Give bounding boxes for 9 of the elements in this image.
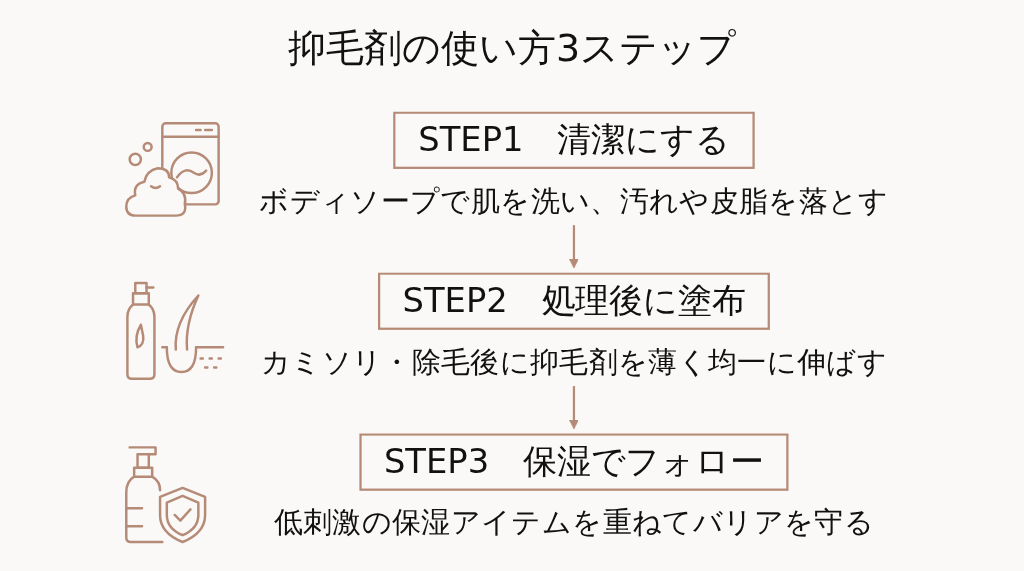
node-label: ボディソープで肌を洗い、汚れや皮脂を落とす (259, 183, 889, 217)
node-box: STEP3 保湿でフォロー (359, 433, 789, 491)
node-box: STEP1 清潔にする (393, 111, 755, 169)
arrow (569, 225, 579, 269)
node-box: STEP2 処理後に塗布 (377, 272, 771, 330)
arrow (569, 386, 579, 430)
node-label: カミソリ・除毛後に抑毛剤を薄く均一に伸ばす (260, 343, 888, 378)
diagram-title: 抑毛剤の使い方3ステップ (287, 25, 737, 72)
node-label: 低刺激の保湿アイテムを重ねてバリアを守る (273, 504, 875, 539)
